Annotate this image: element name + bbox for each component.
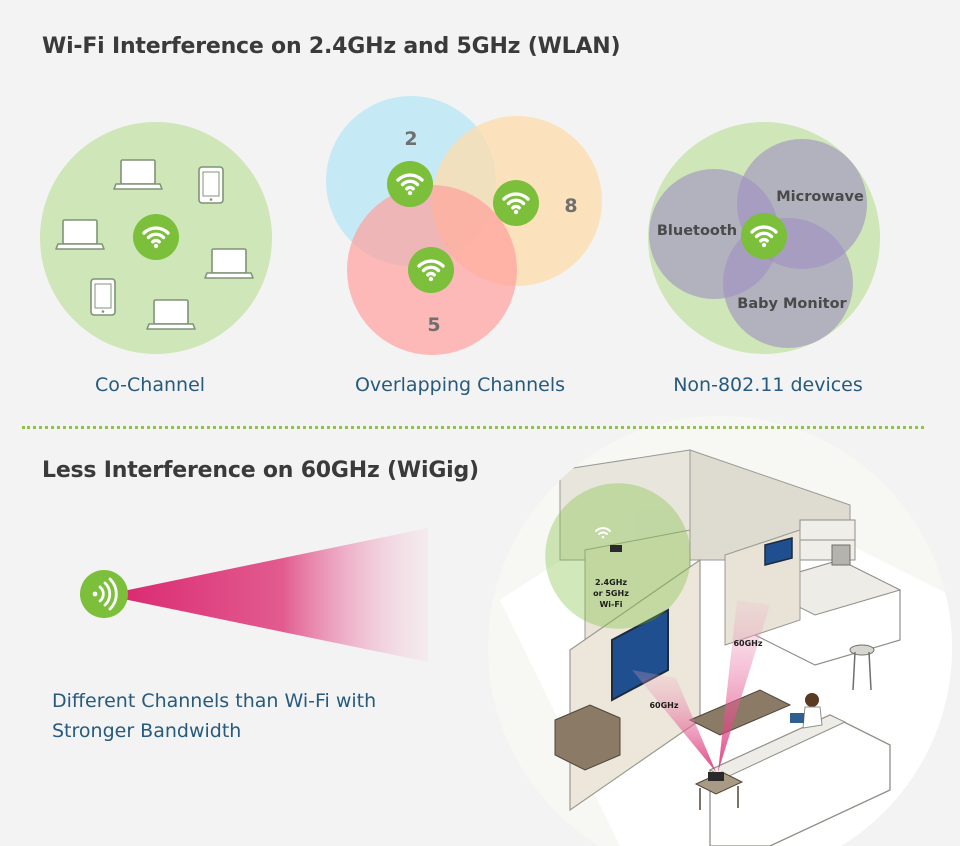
overlapping-channels-diagram: 2 8 5 <box>326 96 602 355</box>
laptop-icon <box>146 299 196 330</box>
home-illustration: 2.4GHz or 5GHz Wi-Fi 60GHz 60GHz <box>488 416 952 846</box>
section-title-wigig: Less Interference on 60GHz (WiGig) <box>42 458 479 483</box>
non-80211-diagram: Bluetooth Microwave Baby Monitor <box>648 122 880 354</box>
baby-monitor-label: Baby Monitor <box>737 296 847 312</box>
wifi-icon <box>595 527 611 539</box>
wigig-access-point <box>80 570 128 618</box>
wigig-router <box>708 772 724 781</box>
section-title-wlan: Wi-Fi Interference on 2.4GHz and 5GHz (W… <box>42 34 621 59</box>
beam-60ghz-left <box>632 670 716 772</box>
bluetooth-label: Bluetooth <box>657 223 737 239</box>
co-channel-caption: Co-Channel <box>94 374 206 396</box>
channel-8-label: 8 <box>564 195 577 217</box>
wifi-access-point <box>493 180 539 226</box>
tablet-icon <box>198 166 224 204</box>
wifi-access-point <box>133 214 179 260</box>
wifi-access-point <box>387 161 433 207</box>
beam-label-right: 60GHz <box>733 639 762 648</box>
overlapping-channels-caption: Overlapping Channels <box>354 374 566 396</box>
wifi-router <box>610 545 622 552</box>
wifi-label-line1: 2.4GHz <box>595 578 627 587</box>
wifi-coverage-area <box>545 483 691 629</box>
beam-label-left: 60GHz <box>649 701 678 710</box>
laptop-icon <box>113 159 163 190</box>
co-channel-diagram <box>40 122 272 354</box>
channel-5-label: 5 <box>427 314 440 336</box>
tablet-icon <box>90 278 116 316</box>
beam-60ghz-right <box>718 600 770 772</box>
wigig-beam-diagram <box>80 528 428 662</box>
microwave-label: Microwave <box>776 189 864 205</box>
wifi-access-point <box>741 213 787 259</box>
wifi-label-line3: Wi-Fi <box>599 600 622 609</box>
wigig-icon <box>92 577 118 611</box>
wigig-description-line1: Different Channels than Wi-Fi with <box>52 690 377 712</box>
section-divider <box>22 426 924 429</box>
wigig-beam <box>104 528 428 662</box>
wifi-label-line2: or 5GHz <box>593 589 629 598</box>
laptop-icon <box>55 219 105 250</box>
wifi-access-point <box>408 247 454 293</box>
wigig-description-line2: Stronger Bandwidth <box>52 720 242 742</box>
channel-2-label: 2 <box>404 128 417 150</box>
non-80211-caption: Non-802.11 devices <box>673 374 863 396</box>
laptop-icon <box>204 248 254 279</box>
